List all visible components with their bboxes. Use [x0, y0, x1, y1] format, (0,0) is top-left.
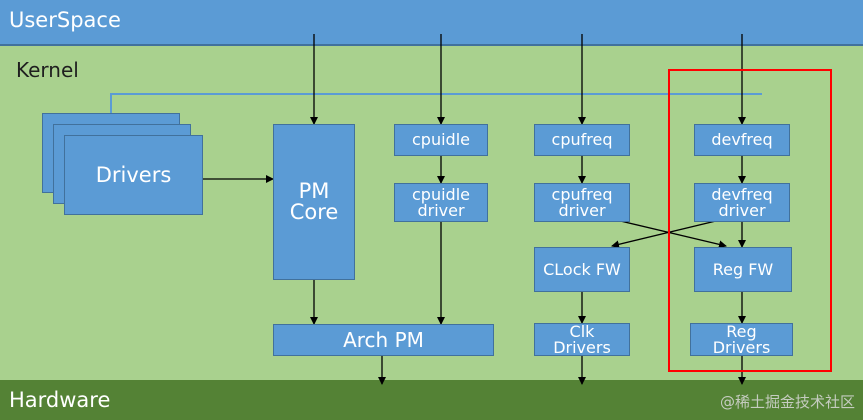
drivers-box: Drivers	[64, 135, 203, 215]
reg-fw-box: Reg FW	[694, 247, 792, 292]
drivers-bus-line	[110, 93, 762, 116]
pm-core-box: PM Core	[273, 124, 355, 280]
clock-fw-box: CLock FW	[534, 247, 630, 292]
cpufreq-driver-box: cpufreq driver	[534, 183, 630, 222]
userspace-layer: UserSpace	[0, 0, 863, 46]
cpufreq-box: cpufreq	[534, 124, 630, 156]
arrow-devfreqdriver-clockfw	[611, 219, 721, 249]
arch-pm-box: Arch PM	[273, 324, 494, 356]
clk-drivers-box: Clk Drivers	[534, 323, 630, 356]
kernel-label: Kernel	[16, 58, 79, 82]
cpuidle-box: cpuidle	[394, 124, 488, 156]
reg-drivers-box: Reg Drivers	[690, 323, 793, 356]
watermark: @稀土掘金技术社区	[719, 393, 855, 411]
hardware-label: Hardware	[9, 388, 111, 412]
cpuidle-driver-box: cpuidle driver	[394, 183, 488, 222]
devfreq-driver-box: devfreq driver	[694, 183, 790, 222]
userspace-label: UserSpace	[9, 8, 121, 32]
devfreq-box: devfreq	[694, 124, 790, 156]
hardware-layer: Hardware	[0, 380, 863, 420]
highlight-frame	[668, 69, 832, 372]
